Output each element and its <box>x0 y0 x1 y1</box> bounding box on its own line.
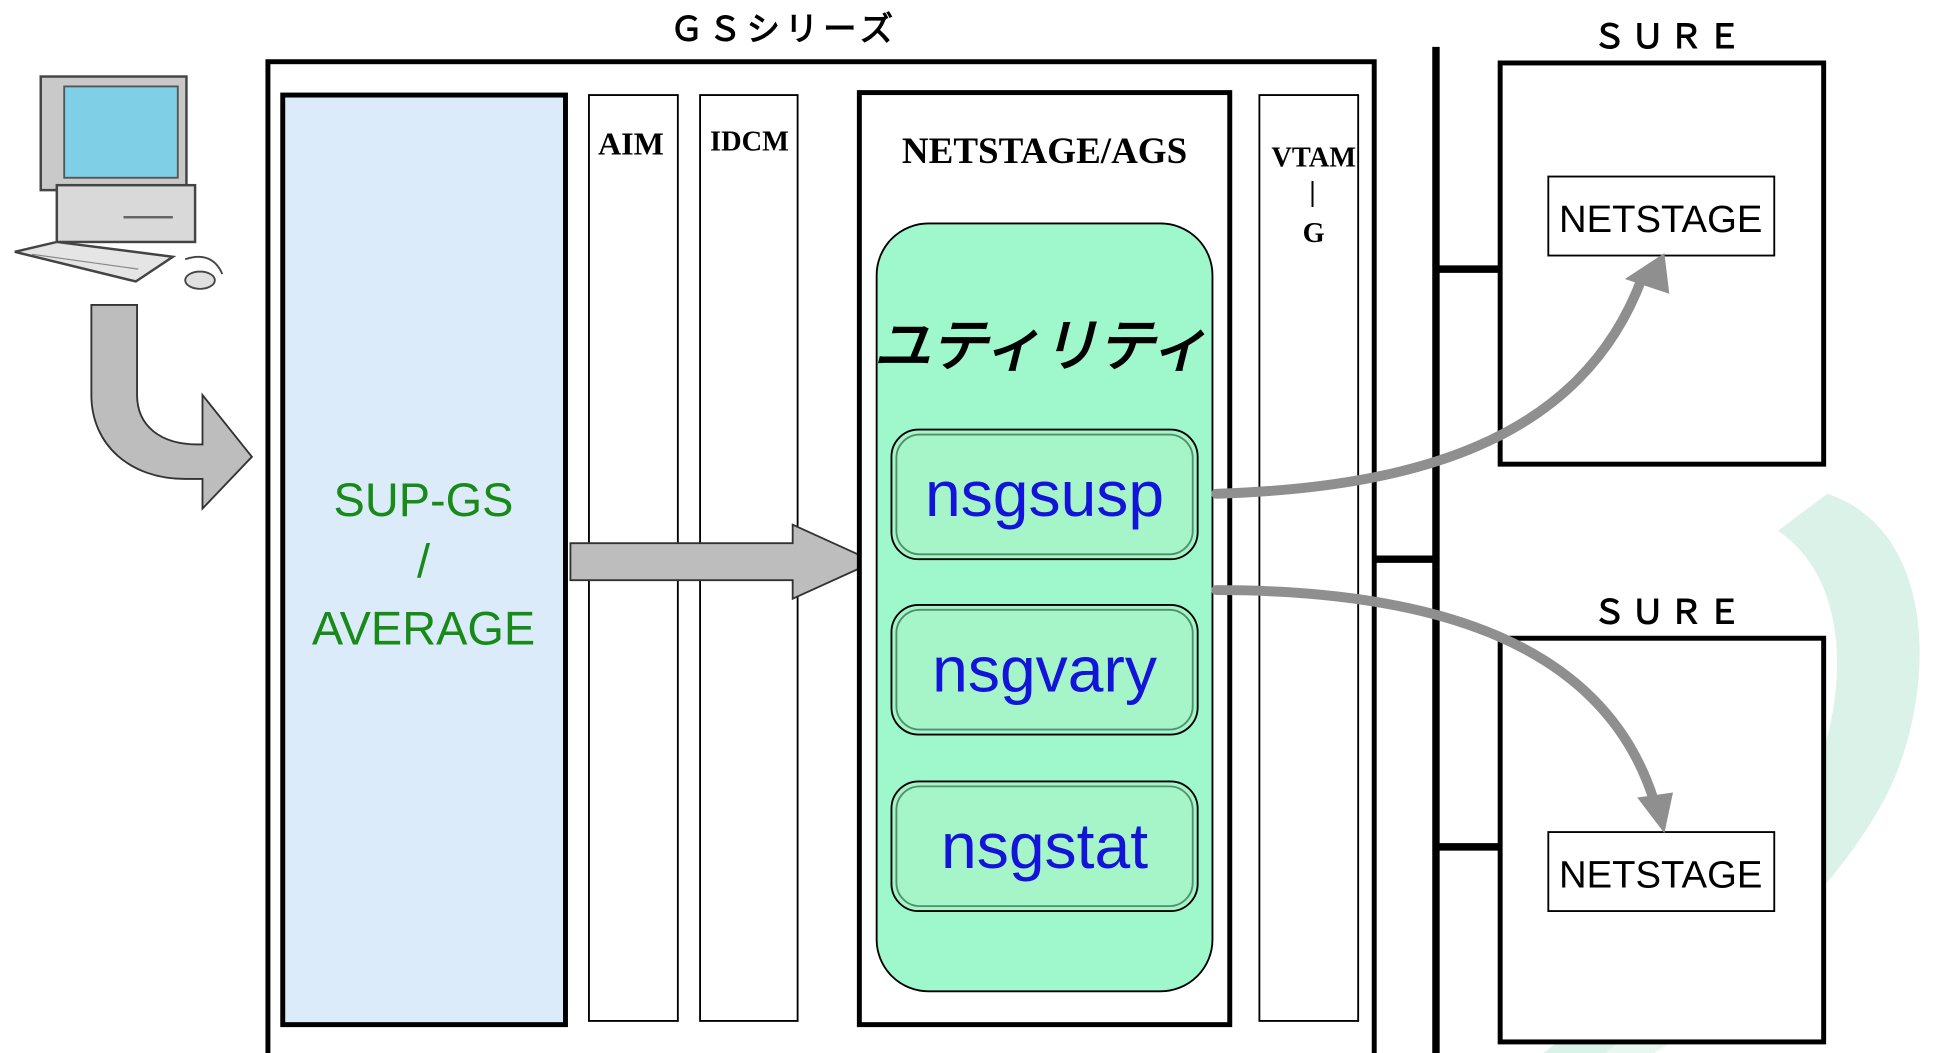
utility-title: ユティリティ <box>874 313 1208 379</box>
vtam-separator: | <box>1309 177 1315 208</box>
sure-label-top: ＳＵＲＥ <box>1593 17 1746 56</box>
computer-icon <box>14 75 224 290</box>
gs-series-frame <box>265 59 1377 1053</box>
netstage-box-top <box>1547 175 1776 257</box>
arrow-to-netstage-bottom <box>1211 585 1674 834</box>
command-label: nsgvary <box>932 633 1157 705</box>
idcm-label: IDCM <box>710 127 789 158</box>
netstage-label-top: NETSTAGE <box>1559 198 1762 241</box>
average-label: AVERAGE <box>312 602 535 654</box>
command-nsgstat: nsgstat <box>890 780 1199 912</box>
sure-label-bottom: ＳＵＲＥ <box>1593 592 1746 631</box>
sup-gs-label: SUP-GS <box>334 474 514 526</box>
arrow-to-netstage-top <box>1211 253 1670 499</box>
command-label: nsgsusp <box>925 458 1164 530</box>
gs-series-title: ＧＳシリーズ <box>670 10 898 49</box>
process-arrow <box>569 523 877 601</box>
command-nsgvary: nsgvary <box>890 603 1199 736</box>
aim-label: AIM <box>598 125 664 161</box>
command-label: nsgstat <box>941 810 1148 882</box>
vtam-g-column <box>1258 94 1360 1022</box>
vtam-label: VTAM <box>1271 143 1356 174</box>
vtam-g-label: G <box>1303 218 1325 249</box>
sup-gs-slash: / <box>417 536 431 588</box>
netstage-box-bottom <box>1547 831 1776 912</box>
input-arrow <box>90 303 254 511</box>
sup-gs-panel <box>280 92 568 1028</box>
command-nsgsusp: nsgsusp <box>890 428 1199 561</box>
netstage-ags-label: NETSTAGE/AGS <box>902 131 1187 172</box>
netstage-label-bottom: NETSTAGE <box>1559 854 1762 897</box>
